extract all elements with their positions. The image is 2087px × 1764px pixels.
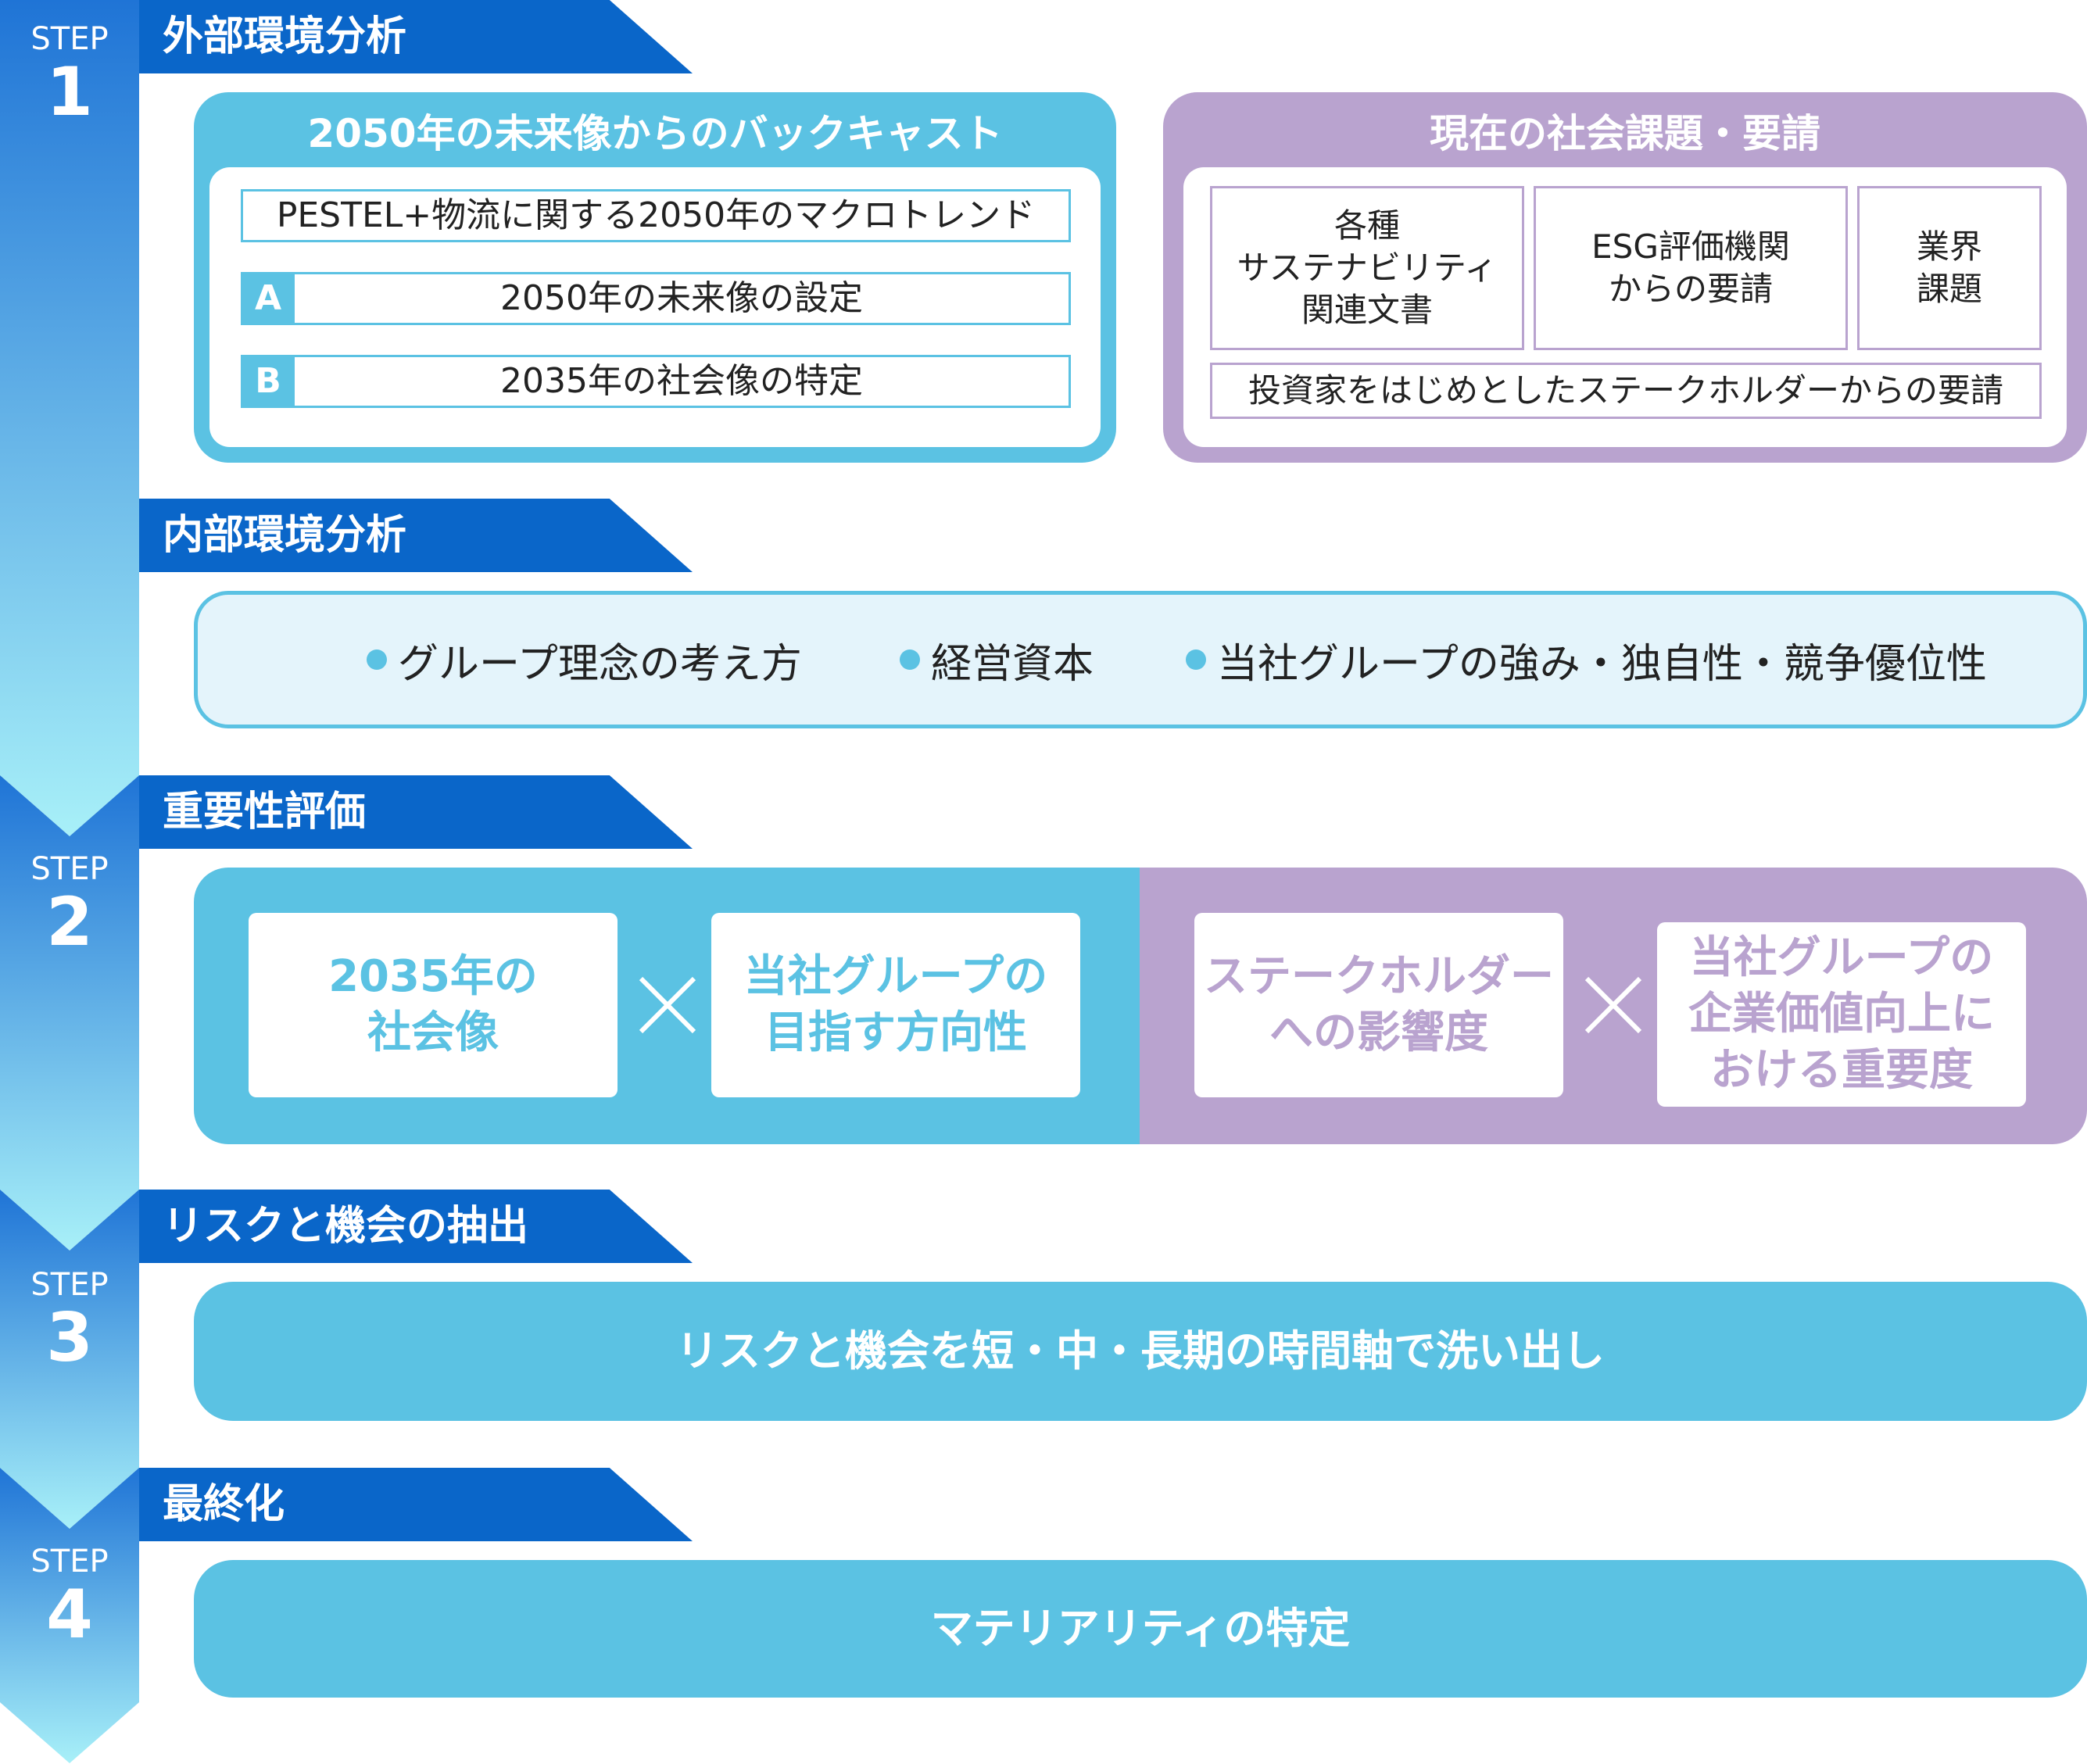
backcast-panel: 2050年の未来像からのバックキャスト PESTEL+物流に関する2050年のマ… <box>194 92 1116 463</box>
bullet-icon <box>367 649 387 670</box>
step-number: 1 <box>46 53 93 131</box>
sustainability-docs-box: 各種 サステナビリティ 関連文書 <box>1210 186 1524 350</box>
item-text: グループ理念の考え方 <box>398 640 802 688</box>
card-group-direction: 当社グループの 目指す方向性 <box>711 913 1080 1097</box>
internal-item: 経営資本 <box>900 595 1094 725</box>
section-header-final: 最終化 <box>139 1468 693 1541</box>
row-text: 2050年の未来像の設定 <box>292 272 1071 325</box>
step-label: STEP <box>30 851 109 887</box>
step-4-marker: STEP 4 <box>0 1544 139 1651</box>
step-number: 4 <box>46 1576 93 1654</box>
step-2-marker: STEP 2 <box>0 852 139 958</box>
card-social-image-2035: 2035年の 社会像 <box>249 913 618 1097</box>
item-text: 当社グループの強み・独自性・競争優位性 <box>1217 640 1987 688</box>
materiality-identification-bar: マテリアリティの特定 <box>194 1560 2087 1698</box>
step-label: STEP <box>30 1267 109 1303</box>
esg-request-box: ESG評価機関 からの要請 <box>1534 186 1848 350</box>
internal-analysis-box: グループ理念の考え方 経営資本 当社グループの強み・独自性・競争優位性 <box>194 591 2087 728</box>
step-label: STEP <box>30 21 109 57</box>
current-inner: 各種 サステナビリティ 関連文書 ESG評価機関 からの要請 業界 課題 投資家… <box>1183 167 2067 447</box>
materiality-panel: 2035年の 社会像 当社グループの 目指す方向性 ステークホルダー への影響度… <box>194 868 2087 1144</box>
multiply-icon <box>639 976 696 1034</box>
macro-trend-box: PESTEL+物流に関する2050年のマクロトレンド <box>241 189 1071 242</box>
row-text: 2035年の社会像の特定 <box>292 355 1071 408</box>
internal-item: グループ理念の考え方 <box>367 595 802 725</box>
section-header-risk: リスクと機会の抽出 <box>139 1190 693 1263</box>
stakeholder-request-box: 投資家をはじめとしたステークホルダーからの要請 <box>1210 363 2042 419</box>
section-header-external: 外部環境分析 <box>139 0 693 73</box>
letter-badge: A <box>241 272 295 325</box>
multiply-icon <box>1584 976 1642 1034</box>
risk-extraction-bar: リスクと機会を短・中・長期の時間軸で洗い出し <box>194 1282 2087 1421</box>
current-title: 現在の社会課題・要請 <box>1430 111 1820 156</box>
section-header-internal: 内部環境分析 <box>139 499 693 572</box>
industry-issue-box: 業界 課題 <box>1857 186 2042 350</box>
bullet-icon <box>1186 649 1206 670</box>
section-header-materiality: 重要性評価 <box>139 775 693 849</box>
step-3-marker: STEP 3 <box>0 1268 139 1374</box>
card-enterprise-value: 当社グループの 企業価値向上に おける重要度 <box>1657 922 2026 1107</box>
current-issues-panel: 現在の社会課題・要請 各種 サステナビリティ 関連文書 ESG評価機関 からの要… <box>1163 92 2087 463</box>
step-number: 3 <box>46 1299 93 1377</box>
step-label: STEP <box>30 1544 109 1580</box>
backcast-title: 2050年の未来像からのバックキャスト <box>307 111 1003 156</box>
bullet-icon <box>900 649 920 670</box>
card-stakeholder-impact: ステークホルダー への影響度 <box>1194 913 1563 1097</box>
step-rail <box>0 0 139 1763</box>
backcast-row-b: B 2035年の社会像の特定 <box>241 355 1071 408</box>
internal-item: 当社グループの強み・独自性・競争優位性 <box>1186 595 1987 725</box>
backcast-inner: PESTEL+物流に関する2050年のマクロトレンド A 2050年の未来像の設… <box>209 167 1101 447</box>
step-1-marker: STEP 1 <box>0 22 139 128</box>
item-text: 経営資本 <box>931 640 1094 688</box>
step-number: 2 <box>46 883 93 961</box>
backcast-row-a: A 2050年の未来像の設定 <box>241 272 1071 325</box>
letter-badge: B <box>241 355 295 408</box>
